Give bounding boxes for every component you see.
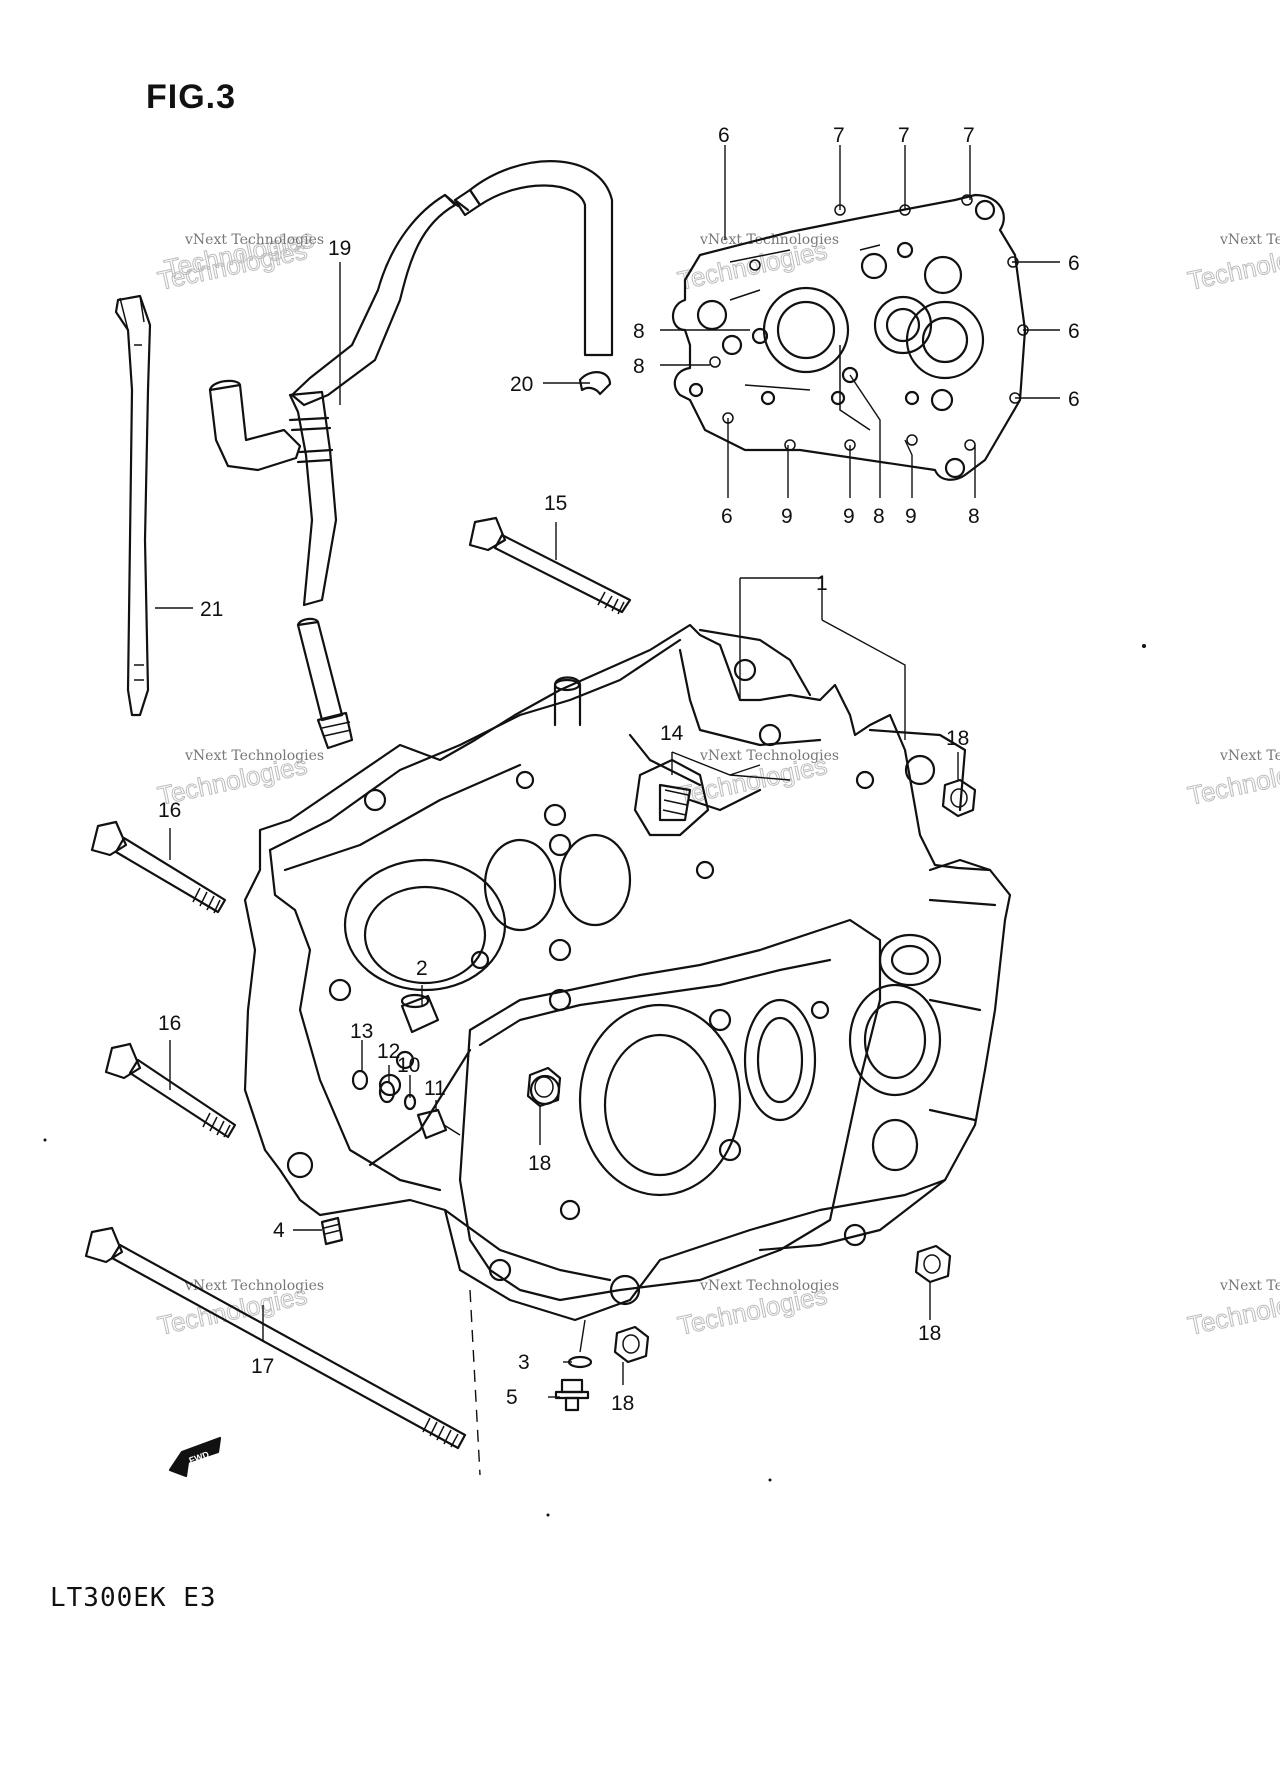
nut-18-b (526, 1066, 562, 1108)
callout-5: 5 (506, 1386, 518, 1409)
callout-2: 2 (416, 957, 428, 980)
callout-6: 6 (721, 505, 733, 528)
bolt-hole (930, 388, 954, 412)
hose-clamp (578, 371, 612, 396)
callout-1: 1 (816, 572, 828, 595)
callout-9: 9 (843, 505, 855, 528)
washer-13 (351, 1069, 369, 1091)
dowel-hole (751, 327, 769, 345)
watermark-text: vNext Technologies (184, 1278, 324, 1294)
callout-8: 8 (968, 505, 980, 528)
callout-15: 15 (544, 492, 567, 515)
main-bearing-bore (578, 1003, 742, 1197)
callout-10: 10 (397, 1054, 420, 1077)
bolt-15 (468, 516, 632, 615)
bolt-16-upper (90, 820, 227, 914)
oil-jet-4 (320, 1216, 344, 1246)
oring-12 (378, 1080, 396, 1104)
watermark-text: vNext Technologies (1219, 748, 1280, 764)
breather-hose (208, 160, 614, 750)
watermark-text: vNext Technologies (699, 232, 839, 248)
bracket (114, 294, 152, 717)
watermark-text: vNext Technologies (699, 748, 839, 764)
bolt-hole (944, 457, 966, 479)
callout-18: 18 (611, 1392, 634, 1415)
watermark-text: vNext Technologies (184, 748, 324, 764)
model-code: LT300EK E3 (50, 1583, 217, 1613)
plug-5 (554, 1378, 590, 1412)
nut-18-d (613, 1325, 650, 1364)
callout-3: 3 (518, 1351, 530, 1374)
callout-11: 11 (424, 1077, 446, 1100)
callout-7: 7 (833, 124, 845, 147)
bolt-hole (760, 390, 776, 406)
callout-12: 12 (377, 1040, 400, 1063)
bolt-hole (974, 199, 996, 221)
dowel-pin-2 (400, 993, 440, 1034)
callout-8: 8 (873, 505, 885, 528)
callout-18: 18 (528, 1152, 551, 1175)
callout-21: 21 (200, 598, 223, 621)
watermark-text: vNext Technologies (1219, 1278, 1280, 1294)
bolt-hole (721, 334, 743, 356)
watermark-text: vNext Technologies (184, 232, 324, 248)
bolt-hole (688, 382, 704, 398)
callout-9: 9 (781, 505, 793, 528)
neutral-switch-11 (416, 1108, 461, 1140)
bolt-hole (696, 299, 728, 331)
bearing-bore (905, 300, 985, 380)
callout-9: 9 (905, 505, 917, 528)
bearing-bore (885, 307, 921, 343)
bearing-bore (923, 255, 963, 295)
bearing-bore (873, 295, 933, 355)
callout-7: 7 (898, 124, 910, 147)
callout-7: 7 (963, 124, 975, 147)
oil-strainer (633, 758, 710, 837)
callout-6: 6 (718, 124, 730, 147)
dowel-hole (841, 366, 859, 384)
callout-14: 14 (660, 722, 684, 745)
callout-4: 4 (273, 1219, 285, 1242)
callout-16: 16 (158, 799, 181, 822)
bolt-hole (860, 252, 888, 280)
callout-18: 18 (946, 727, 969, 750)
crankcase (243, 623, 1012, 1322)
bearing-bore (921, 316, 969, 364)
figure-title: FIG.3 (146, 78, 237, 116)
fwd-arrow: FWD (168, 1436, 222, 1478)
callout-17: 17 (251, 1355, 274, 1378)
bearing-bore (762, 286, 850, 374)
callout-6: 6 (1068, 388, 1080, 411)
nut-18-a (941, 778, 977, 818)
callouts: 1 2 3 4 5 6 6 6 6 6 7 7 7 8 8 8 8 9 9 9 … (158, 124, 1080, 1415)
callout-13: 13 (350, 1020, 373, 1043)
washer-3 (567, 1355, 593, 1369)
bolt-16-lower (104, 1042, 237, 1139)
bearing-bore (776, 300, 836, 360)
bolt-17 (84, 1226, 467, 1450)
bolt-hole (830, 390, 846, 406)
transmission-bore (848, 983, 942, 1097)
callout-16: 16 (158, 1012, 181, 1035)
bolt-hole (904, 390, 920, 406)
callout-8: 8 (633, 320, 645, 343)
callout-19: 19 (328, 237, 351, 260)
callout-6: 6 (1068, 320, 1080, 343)
watermark-group: Technologies vNext Technologies vNext Te… (155, 223, 1280, 1342)
callout-8: 8 (633, 355, 645, 378)
watermark-text: vNext Technologies (699, 1278, 839, 1294)
bolt-hole (896, 241, 914, 259)
leader-lines (155, 145, 1060, 1476)
callout-6: 6 (1068, 252, 1080, 275)
nut-18-c (914, 1244, 952, 1284)
callout-18: 18 (918, 1322, 941, 1345)
watermark-text: vNext Technologies (1219, 232, 1280, 248)
scan-specks (43, 644, 1146, 1517)
crankcase-gasket (671, 193, 1029, 481)
callout-20: 20 (510, 373, 533, 396)
